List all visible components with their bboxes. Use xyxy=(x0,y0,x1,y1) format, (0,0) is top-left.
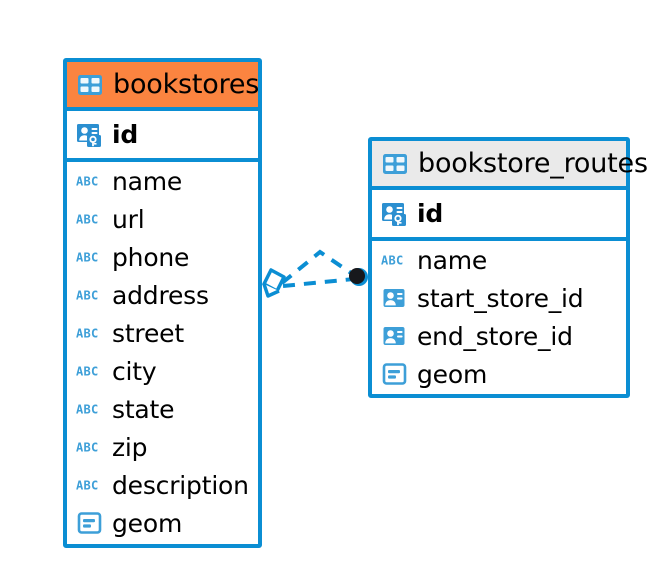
relationship-line-straight xyxy=(282,277,355,288)
svg-text:ABC: ABC xyxy=(76,365,99,379)
foreign-key-icon xyxy=(381,284,409,312)
svg-text:ABC: ABC xyxy=(76,289,99,303)
field-label-geom: geom xyxy=(112,508,183,538)
text-abc-icon: ABC xyxy=(76,395,104,423)
geometry-icon xyxy=(76,509,104,537)
svg-text:ABC: ABC xyxy=(76,403,99,417)
entity-header-bookstore-routes[interactable]: bookstore_routes xyxy=(372,141,648,190)
field-row-id[interactable]: id xyxy=(372,190,626,237)
text-abc-icon: ABC xyxy=(76,243,104,271)
field-label-city: city xyxy=(112,356,157,386)
field-label-name: name xyxy=(417,245,488,275)
text-abc-icon: ABC xyxy=(76,167,104,195)
field-row-zip[interactable]: ABC zip xyxy=(67,428,258,466)
field-row-street[interactable]: ABC street xyxy=(67,314,258,352)
svg-text:ABC: ABC xyxy=(76,251,99,265)
text-abc-icon: ABC xyxy=(76,281,104,309)
field-label-state: state xyxy=(112,394,175,424)
svg-text:ABC: ABC xyxy=(76,213,99,227)
primary-key-icon xyxy=(76,121,104,149)
relationship-line-arc xyxy=(280,249,359,285)
primary-key-section-bookstores: id xyxy=(67,111,258,162)
field-row-state[interactable]: ABC state xyxy=(67,390,258,428)
field-label-start-store-id: start_store_id xyxy=(417,283,584,313)
field-section-bookstore-routes: ABC name start_store_id xyxy=(372,241,626,393)
primary-key-icon xyxy=(381,200,409,228)
svg-text:ABC: ABC xyxy=(76,479,99,493)
field-row-start-store-id[interactable]: start_store_id xyxy=(372,279,626,317)
field-row-geom[interactable]: geom xyxy=(67,504,258,542)
field-row-end-store-id[interactable]: end_store_id xyxy=(372,317,626,355)
field-section-bookstores: ABC name ABC url ABC p xyxy=(67,162,258,542)
field-row-name[interactable]: ABC name xyxy=(67,162,258,200)
entity-header-bookstores[interactable]: bookstores xyxy=(67,62,260,111)
field-label-description: description xyxy=(112,470,249,500)
field-row-description[interactable]: ABC description xyxy=(67,466,258,504)
geometry-icon xyxy=(381,360,409,388)
entity-table-bookstore-routes[interactable]: bookstore_routes xyxy=(368,137,648,398)
text-abc-icon: ABC xyxy=(381,246,409,274)
field-label-url: url xyxy=(112,204,145,234)
field-label-zip: zip xyxy=(112,432,148,462)
table-icon xyxy=(76,71,104,99)
text-abc-icon: ABC xyxy=(76,319,104,347)
field-label-address: address xyxy=(112,280,209,310)
field-row-city[interactable]: ABC city xyxy=(67,352,258,390)
field-label-name: name xyxy=(112,166,183,196)
text-abc-icon: ABC xyxy=(76,433,104,461)
field-row-geom[interactable]: geom xyxy=(372,355,626,393)
field-label-end-store-id: end_store_id xyxy=(417,321,573,351)
primary-key-section-bookstore-routes: id xyxy=(372,190,626,241)
field-row-id[interactable]: id xyxy=(67,111,258,158)
field-row-name[interactable]: ABC name xyxy=(372,241,626,279)
text-abc-icon: ABC xyxy=(76,205,104,233)
field-label-phone: phone xyxy=(112,242,190,272)
field-label-street: street xyxy=(112,318,184,348)
entity-table-bookstores[interactable]: bookstores id xyxy=(63,58,262,548)
table-icon xyxy=(381,150,409,178)
entity-title-bookstore-routes: bookstore_routes xyxy=(418,148,648,179)
text-abc-icon: ABC xyxy=(76,471,104,499)
entity-title-bookstores: bookstores xyxy=(113,69,260,100)
svg-text:ABC: ABC xyxy=(381,254,404,268)
field-row-url[interactable]: ABC url xyxy=(67,200,258,238)
svg-text:ABC: ABC xyxy=(76,175,99,189)
svg-text:ABC: ABC xyxy=(76,441,99,455)
foreign-key-icon xyxy=(381,322,409,350)
diamond-endpoint xyxy=(262,268,286,298)
text-abc-icon: ABC xyxy=(76,357,104,385)
svg-text:ABC: ABC xyxy=(76,327,99,341)
field-row-phone[interactable]: ABC phone xyxy=(67,238,258,276)
field-row-address[interactable]: ABC address xyxy=(67,276,258,314)
field-label-id: id xyxy=(112,120,139,149)
field-label-geom: geom xyxy=(417,359,488,389)
field-label-id: id xyxy=(417,199,444,228)
filled-circle-endpoint xyxy=(349,268,368,286)
